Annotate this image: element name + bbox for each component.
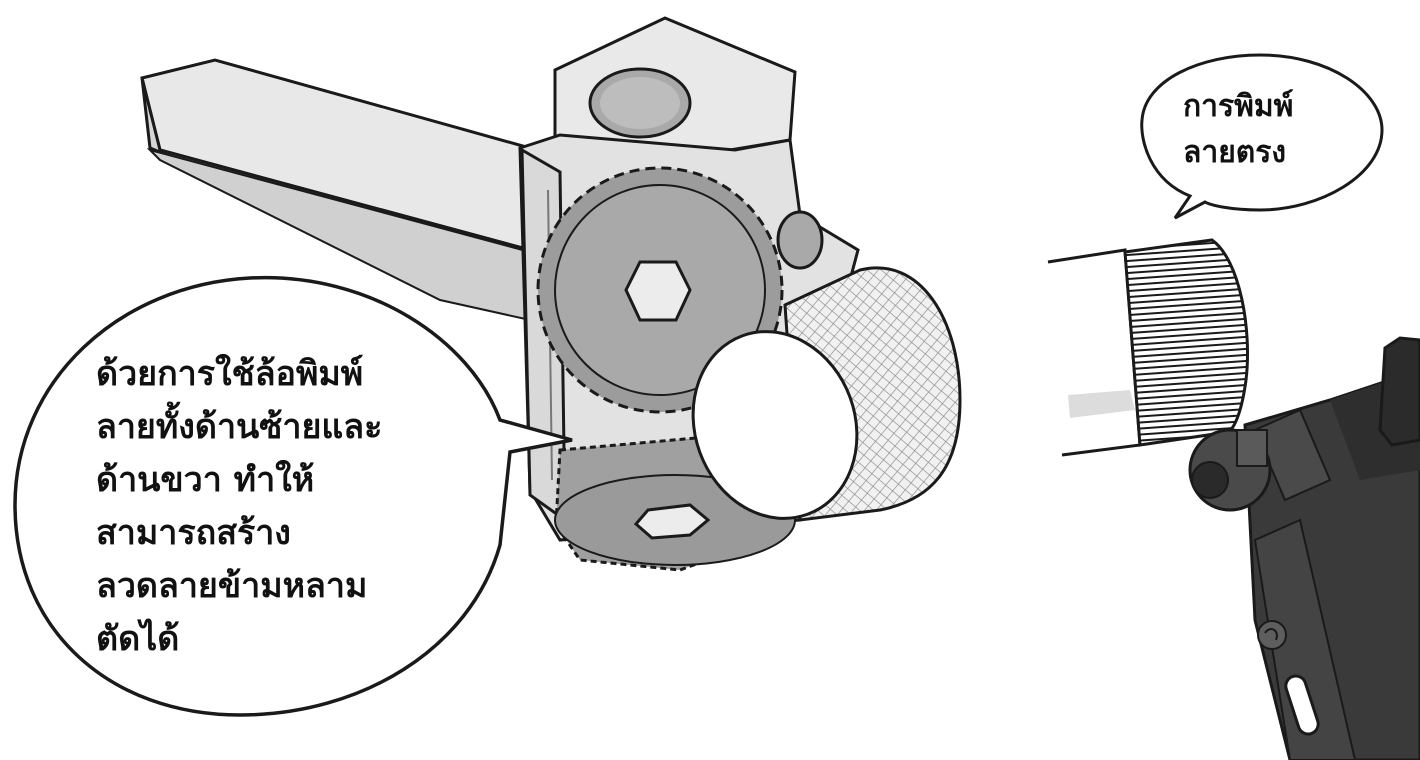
straight-knurled-bar [1047, 238, 1249, 457]
left-bubble-line: สามารถสร้าง [96, 513, 291, 553]
left-bubble-line: ด้านขวา ทำให้ [96, 460, 315, 500]
right-bubble-text: การพิมพ์ ลายตรง [1183, 84, 1333, 176]
left-speech-bubble [13, 275, 573, 717]
holder-slot [1284, 674, 1320, 736]
adjustment-knob [1378, 336, 1420, 447]
right-bubble-line: การพิมพ์ [1183, 89, 1294, 124]
tool-shank [140, 58, 532, 322]
left-bubble-line: ด้วยการใช้ล้อพิมพ์ [96, 354, 364, 394]
right-speech-bubble [1140, 53, 1384, 220]
left-bubble-line: ลายทั้งด้านซ้ายและ [96, 407, 383, 447]
left-bubble-line: ตัดได้ [96, 619, 180, 659]
hex-bolt-upper [624, 260, 692, 322]
hex-bolt-lower [633, 503, 711, 540]
holder-screw [1257, 620, 1287, 650]
left-bubble-text: ด้วยการใช้ล้อพิมพ์ ลายทั้งด้านซ้ายและ ด้… [96, 348, 436, 666]
left-bubble-line: ลวดลายข้ามหลาม [96, 566, 368, 606]
right-bubble-line: ลายตรง [1183, 135, 1287, 170]
tool-holder [1188, 336, 1420, 760]
diamond-knurled-workpiece [691, 266, 962, 522]
